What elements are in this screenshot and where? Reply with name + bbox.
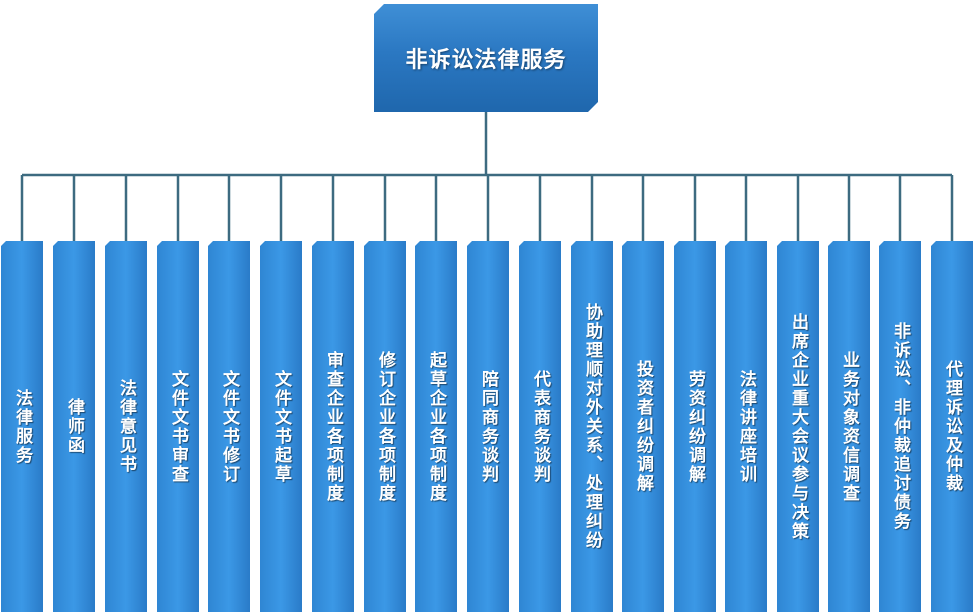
child-node-label: 投资者纠纷调解 <box>633 360 653 493</box>
root-node: 非诉讼法律服务 <box>374 4 598 112</box>
child-node: 审查企业各项制度 <box>312 241 354 612</box>
child-node: 出席企业重大会议参与决策 <box>777 241 819 612</box>
child-node: 法律服务 <box>1 241 43 612</box>
child-node: 修订企业各项制度 <box>364 241 406 612</box>
child-node: 非诉讼、非仲裁追讨债务 <box>879 241 921 612</box>
root-title: 非诉讼法律服务 <box>405 48 567 73</box>
child-node-label: 法律意见书 <box>116 379 136 474</box>
child-node-label: 修订企业各项制度 <box>375 350 395 503</box>
child-node: 文件文书审查 <box>157 241 199 612</box>
child-node-label: 劳资纠纷调解 <box>685 369 705 484</box>
child-node-label: 协助理顺对外关系、处理纠纷 <box>582 303 602 550</box>
child-node: 代表商务谈判 <box>519 241 561 612</box>
child-node: 文件文书起草 <box>260 241 302 612</box>
child-node-label: 非诉讼、非仲裁追讨债务 <box>890 322 910 531</box>
child-node-label: 代理诉讼及仲裁 <box>942 360 962 493</box>
child-node: 业务对象资信调查 <box>828 241 870 612</box>
child-node-label: 律师函 <box>64 398 84 455</box>
child-node-label: 起草企业各项制度 <box>426 350 446 503</box>
child-node-label: 文件文书审查 <box>168 369 188 484</box>
child-node-label: 审查企业各项制度 <box>323 350 343 503</box>
child-node: 陪同商务谈判 <box>467 241 509 612</box>
child-node: 文件文书修订 <box>208 241 250 612</box>
child-node-label: 业务对象资信调查 <box>839 350 859 503</box>
child-node-label: 法律讲座培训 <box>736 369 756 484</box>
child-node-label: 文件文书修订 <box>219 369 239 484</box>
child-node-label: 文件文书起草 <box>271 369 291 484</box>
child-node-label: 法律服务 <box>12 388 32 465</box>
child-node-label: 代表商务谈判 <box>530 369 550 484</box>
child-node-label: 陪同商务谈判 <box>478 369 498 484</box>
child-node: 协助理顺对外关系、处理纠纷 <box>571 241 613 612</box>
child-node: 法律讲座培训 <box>725 241 767 612</box>
child-node: 法律意见书 <box>105 241 147 612</box>
child-node: 代理诉讼及仲裁 <box>931 241 973 612</box>
child-node: 律师函 <box>53 241 95 612</box>
child-node: 投资者纠纷调解 <box>622 241 664 612</box>
child-node-label: 出席企业重大会议参与决策 <box>788 312 808 541</box>
child-node: 起草企业各项制度 <box>415 241 457 612</box>
child-node: 劳资纠纷调解 <box>674 241 716 612</box>
